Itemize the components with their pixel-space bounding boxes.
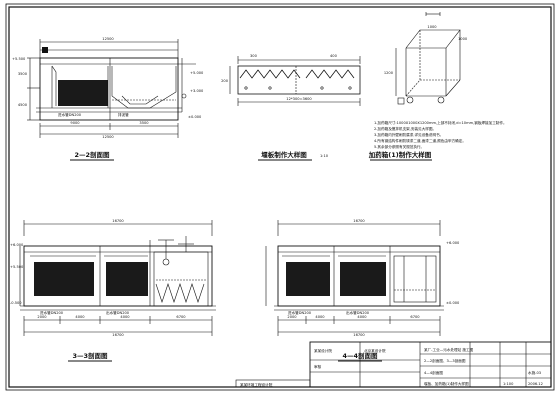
title-block: 某某设计院 审核 北京某设计院 某厂-工业—污水处理站 施工图 2—2剖面图、3…: [235, 341, 552, 388]
weir-detail-scale: 1:10: [320, 154, 329, 158]
weir-detail-title: 堰板制作大样图: [261, 150, 307, 159]
weir-detail: 300 400 12*300=3600 200 堰板制作大样图 1:10: [221, 54, 361, 161]
note-4: 4.所有钢结构件刷防锈漆二道,面漆二道,颜色由甲方确定。: [374, 138, 466, 143]
tb-bottom-strip: 某某环境工程设计院: [240, 382, 273, 387]
s33-total: 16700: [112, 219, 124, 223]
dim-bottom-1: 9000: [70, 121, 80, 125]
tb-drawing-name: 2—2剖面图、3—3剖面图: [424, 358, 466, 363]
weir-plate: [237, 65, 361, 95]
section-3-3-title: 3—3剖面图: [72, 351, 108, 360]
tank-dim-height: 1200: [384, 71, 394, 75]
design-notes: 1.加药箱尺寸:1000X1000X1200mm,上部不封闭,d=10mm,钢板…: [374, 120, 507, 149]
s33-filter-2: [106, 262, 148, 296]
weir-dim-1: 300: [250, 54, 258, 58]
tb-project: 某厂-工业—污水处理站 施工图: [424, 347, 474, 352]
outer-border: [5, 3, 555, 391]
weir-dim-bottom: 12*300=3600: [286, 97, 312, 101]
dim-bottom-total: 12500: [102, 135, 114, 139]
weir-dim-side: 200: [221, 79, 229, 83]
svg-text:进水管DN200: 进水管DN200: [288, 310, 312, 315]
s44-total: 16700: [353, 219, 365, 223]
section-4-4: 16700 进水管DN200 出水管DN200 2000 4000 4000 6…: [265, 219, 460, 362]
svg-text:+5.500: +5.500: [12, 57, 26, 61]
s44-dim-4: 6700: [410, 315, 420, 319]
svg-text:出水管DN200: 出水管DN200: [346, 310, 370, 315]
tb-date: 2006.12: [528, 382, 543, 386]
s33-filter-1: [34, 262, 94, 296]
s44-filter-1: [286, 262, 330, 296]
section-3-3: 16700 进水管DN200 出水管DN200 2000 4000 4000 6…: [10, 219, 216, 362]
s44-dim-3: 4000: [357, 315, 367, 319]
s33-elev-bot: -0.500: [10, 301, 22, 305]
tb-company: 北京某设计院: [364, 348, 386, 353]
tb-sheet-no: 水施-03: [528, 370, 541, 375]
svg-text:进水管DN200: 进水管DN200: [58, 112, 82, 117]
tank-dim-depth: 1000: [458, 37, 468, 41]
note-5: 5.其余部分参照有关规范执行。: [374, 144, 424, 149]
tb-drawing-name-2: 4—4剖面图: [424, 370, 443, 375]
section-2-2: 12500 进水管DN200 排泥管 9000 3500 12500 3500 …: [12, 37, 204, 161]
section-2-2-title: 2—2剖面图: [74, 150, 110, 159]
s33-dim-4: 6700: [176, 315, 186, 319]
tank-dim-width: 1000: [427, 25, 437, 29]
s33-dim-3: 4000: [120, 315, 130, 319]
s33-dim-2: 4000: [75, 315, 85, 319]
note-2: 2.加药箱及搅拌机支架,安装见大样图。: [374, 126, 436, 131]
s44-total-bottom: 16700: [353, 333, 365, 337]
tank-detail: 1200 1000 1000 1.加药箱尺寸:1000X1000X1200mm,…: [368, 12, 507, 161]
s44-dim-2: 4000: [315, 315, 325, 319]
dim-side-2: 4500: [18, 103, 28, 107]
note-1: 1.加药箱尺寸:1000X1000X1200mm,上部不封闭,d=10mm,钢板…: [374, 120, 507, 125]
svg-text:出水管DN200: 出水管DN200: [106, 310, 130, 315]
s44-filter-2: [340, 262, 386, 296]
svg-text:排泥管: 排泥管: [118, 112, 129, 117]
dim-side-1: 3500: [18, 72, 28, 76]
s33-elev-top: +6.000: [10, 243, 24, 247]
tank-detail-title: 加药箱(1)制作大样图: [368, 150, 432, 159]
tb-left-cell-2: 审核: [314, 364, 322, 369]
s44-elev-top: +6.000: [446, 241, 460, 245]
dim-top: 12500: [102, 37, 114, 41]
svg-text:进水管DN200: 进水管DN200: [40, 310, 64, 315]
svg-text:+3.000: +3.000: [190, 89, 204, 93]
s44-elev-bot: ±0.000: [446, 301, 460, 305]
tb-drawing-name-3: 堰板、加药箱(1)制作大样图: [424, 381, 469, 386]
filter-media-fill: [58, 80, 108, 106]
weir-dim-2: 400: [330, 54, 338, 58]
tb-scale: 1:100: [503, 382, 514, 386]
svg-text:±0.000: ±0.000: [188, 115, 202, 119]
s33-elev-mid: +5.500: [10, 265, 24, 269]
tb-left-cell: 某某设计院: [314, 348, 332, 353]
dim-bottom-2: 3500: [139, 121, 149, 125]
s44-dim-1: 2000: [287, 315, 297, 319]
note-3: 3.加药箱内外壁刷防腐漆,详见设备说明书。: [374, 132, 443, 137]
s33-total-bottom: 16700: [112, 333, 124, 337]
tank-outline: [39, 57, 179, 121]
svg-text:+5.000: +5.000: [190, 71, 204, 75]
s33-dim-1: 2000: [37, 315, 47, 319]
